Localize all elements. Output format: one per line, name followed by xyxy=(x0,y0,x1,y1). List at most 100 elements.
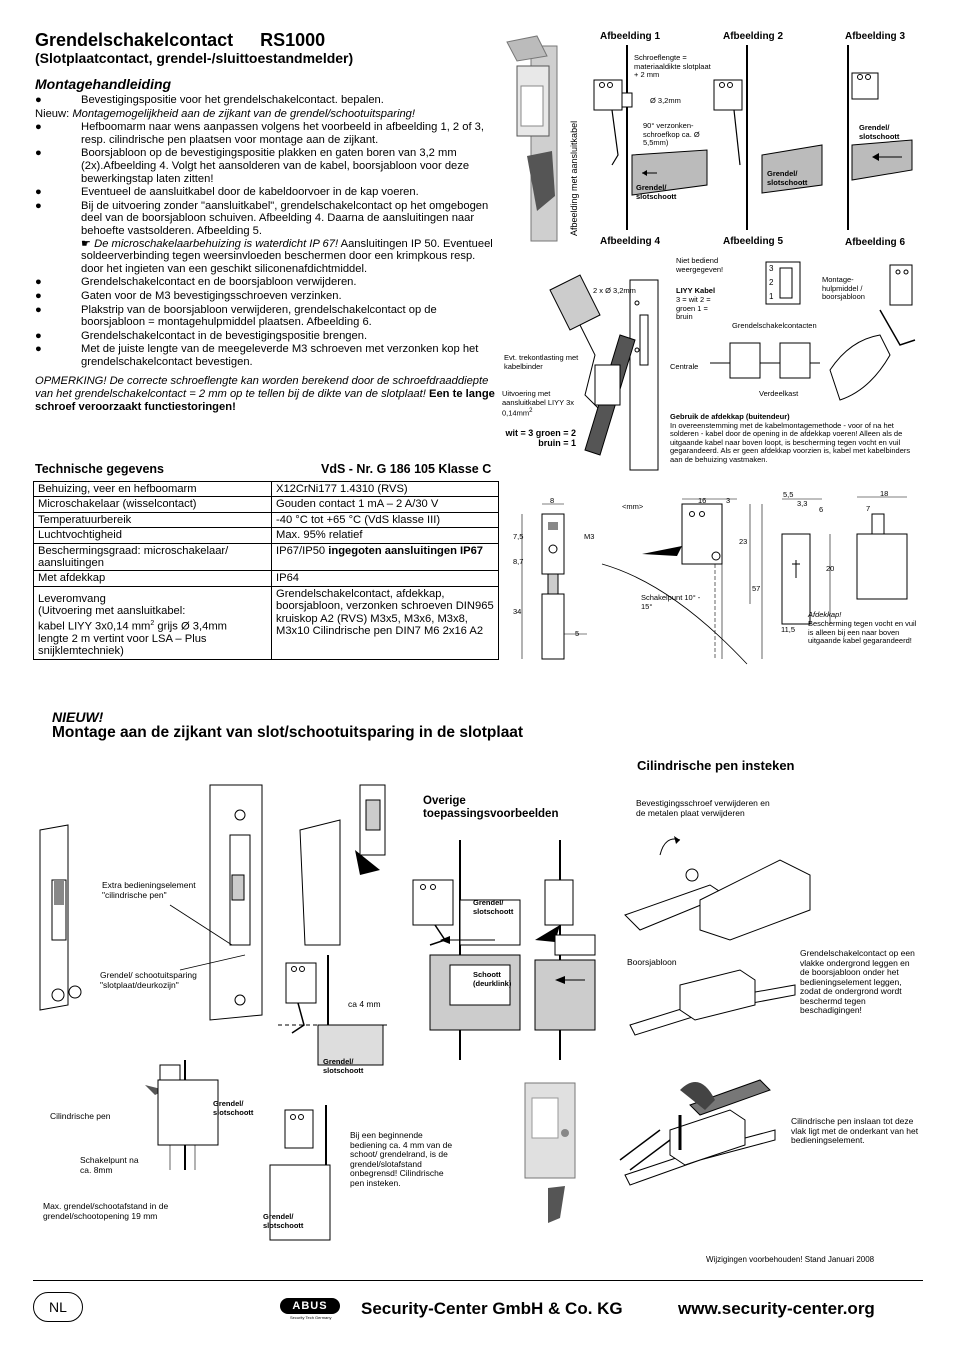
fig3-bolt-label: Grendel/ slotschoott xyxy=(859,123,900,141)
instruction-item: ●Grendelschakelcontact en de boorsjabloo… xyxy=(35,276,357,289)
table-row: Temperatuurbereik-40 °C tot +65 °C (VdS … xyxy=(33,511,499,529)
spec-value: Max. 95% relatief xyxy=(271,527,499,544)
dim-3-3: 3,3 xyxy=(797,499,808,508)
junction-label: Verdeelkast xyxy=(759,389,799,398)
dimension-drawing xyxy=(521,496,908,665)
ca-4mm-label: ca 4 mm xyxy=(348,999,381,1009)
mount-aid-label: Montage-hulpmiddel / boorsjabloon xyxy=(822,275,865,301)
instruction-item: ●Boorsjabloon op de bevestigingspositie … xyxy=(35,147,470,185)
instructions: ●Bevestigingspositie voor het grendelsch… xyxy=(35,94,497,413)
ca4mm-drawing xyxy=(278,955,388,1066)
instruction-item: ●Bevestigingspositie voor het grendelsch… xyxy=(35,94,384,106)
instruction-item: ●Bij de uitvoering zonder "aansluitkabel… xyxy=(35,199,493,275)
countersink-note: 90° verzonken-schroefkop ca. Ø 5,5mm) xyxy=(643,121,700,147)
spec-key: Microschakelaar (wisselcontact) xyxy=(33,496,272,513)
strain-relief-note: Evt. trekontlasting met kabelbinder xyxy=(504,353,579,371)
screw-length-note: Schroeflengte = materiaaldikte slotplaat… xyxy=(634,53,711,79)
begin-bolt-label: Grendel/ slotschoott xyxy=(263,1212,304,1230)
language-badge: NL xyxy=(33,1292,83,1322)
page-title: Grendelschakelcontact RS1000 xyxy=(35,30,325,51)
dim-5: 5 xyxy=(575,629,580,638)
company-url: www.security-center.org xyxy=(678,1299,875,1318)
new-note: Nieuw: Montagemogelijkheid aan de zijkan… xyxy=(35,107,415,120)
cover-warning: Afdekkap! xyxy=(808,610,842,619)
insert-note: Cilindrische pen inslaan tot deze vlak l… xyxy=(791,1116,919,1145)
dim-20: 20 xyxy=(826,564,835,573)
fig4-drawing xyxy=(549,274,659,471)
model-number: RS1000 xyxy=(260,30,326,50)
device-photo xyxy=(506,35,558,242)
fig1-bolt-label: Grendel/ slotschoott xyxy=(636,183,677,201)
wire-colors: wit = 3 groen = 2 bruin = 1 xyxy=(505,428,576,448)
bolt-recess-label: Grendel/ schootuitsparing "slotplaat/deu… xyxy=(100,970,197,990)
flat-surface-note: Grendelschakelcontact op een vlakke onde… xyxy=(800,948,915,1015)
product-name: Grendelschakelcontact xyxy=(35,30,234,50)
spec-key: Beschermingsgraad: microschakelaar/ aans… xyxy=(33,542,272,572)
fig2-bolt-label: Grendel/ slotschoott xyxy=(767,169,808,187)
page-subtitle: (Slotplaatcontact, grendel-/sluittoestan… xyxy=(35,50,354,66)
fig3-drawing xyxy=(847,45,913,230)
spec-value: Gouden contact 1 mA – 2 A/30 V xyxy=(271,496,499,513)
liyy-colors: 3 = wit 2 = groen 1 = bruin xyxy=(676,295,711,321)
new-label: NIEUW! xyxy=(52,709,104,725)
cyl-pin-drawing xyxy=(145,1060,219,1170)
dim-5-5: 5,5 xyxy=(783,490,794,499)
dim-8-7: 8,7 xyxy=(513,557,524,566)
footer-rule xyxy=(33,1280,923,1281)
dim-57: 57 xyxy=(752,584,761,593)
pin-step2-drawing xyxy=(629,969,796,1036)
extra-element-label: Extra bedieningselement "cilindrische pe… xyxy=(102,880,196,900)
other-examples-drawing xyxy=(412,840,596,1060)
dim-11-5: 11,5 xyxy=(781,625,796,634)
drill-2x-note: 2 x Ø 3,2mm xyxy=(593,286,636,295)
fig2-drawing xyxy=(713,45,823,230)
instruction-item: ●Grendelschakelcontact in de bevestiging… xyxy=(35,329,368,342)
other-examples-heading: Overige toepassingsvoorbeelden xyxy=(423,795,559,820)
cable-version-note: Uitvoering met aansluitkabel LIYY 3x 0,1… xyxy=(502,389,574,418)
tech-heading: Technische gegevens xyxy=(35,462,164,476)
instruction-item: ●Hefboomarm naar wens aanpassen volgens … xyxy=(35,121,485,146)
side-label: Afbeelding met aansluitkabel xyxy=(569,120,579,236)
company-name: Security-Center GmbH & Co. KG xyxy=(361,1299,623,1318)
hand-pointer-icon: ☛ xyxy=(81,237,92,250)
cyl-pin-label: Cilindrische pen xyxy=(50,1111,111,1121)
instruction-item: ●Gaten voor de M3 bevestigingsschroeven … xyxy=(35,289,342,302)
spec-key: Temperatuurbereik xyxy=(33,511,272,529)
max-distance-label: Max. grendel/schootafstand in de grendel… xyxy=(43,1201,169,1221)
manual-heading: Montagehandleiding xyxy=(35,76,172,92)
spec-value: IP67/IP50 ingegoten aansluitingen IP67 xyxy=(271,542,499,572)
dim-8: 8 xyxy=(550,496,555,505)
abus-tagline: Security Tech Germany xyxy=(290,1315,332,1320)
spec-key: Behuizing, veer en hefboomarm xyxy=(33,480,272,498)
vds-number: VdS - Nr. G 186 105 Klasse C xyxy=(321,462,492,476)
fig1-drawing xyxy=(593,45,708,230)
spec-key: Met afdekkap xyxy=(33,570,272,587)
cover-warning-text: Bescherming tegen vocht en vuil is allee… xyxy=(808,619,917,645)
table-row: Beschermingsgraad: microschakelaar/ aans… xyxy=(33,542,499,572)
abus-logo: ABUS xyxy=(280,1298,340,1314)
remove-screw-note: Bevestigingsschroef verwijderen en de me… xyxy=(636,798,770,818)
tech-heading-row: Technische gegevens VdS - Nr. G 186 105 … xyxy=(35,462,498,476)
svg-text:1: 1 xyxy=(769,292,774,301)
fig2-label: Afbeelding 2 xyxy=(723,31,784,42)
fig3-label: Afbeelding 3 xyxy=(845,31,906,42)
begin-note: Bij een beginnende bediening ca. 4 mm va… xyxy=(350,1130,453,1188)
dim-7-5: 7,5 xyxy=(513,532,524,541)
pin-insert-heading: Cilindrische pen insteken xyxy=(637,758,795,773)
fig4-label: Afbeelding 4 xyxy=(600,236,661,247)
cover-usage: Gebruik de afdekkap (buitendeur) In over… xyxy=(670,412,911,464)
not-shown-note: Niet bediend weergegeven! xyxy=(676,256,724,274)
spec-value: -40 °C tot +65 °C (VdS klasse III) xyxy=(271,511,499,529)
spec-value: X12CrNi177 1.4310 (RVS) xyxy=(271,480,499,498)
svg-text:2: 2 xyxy=(769,278,774,287)
wiring-diagram xyxy=(710,342,820,379)
cyl-bolt-label: Grendel/ slotschoott xyxy=(213,1099,254,1117)
fig6-drawing xyxy=(829,264,916,401)
switch-8mm-label: Schakelpunt na ca. 8mm xyxy=(80,1155,139,1175)
centrale-label: Centrale xyxy=(670,362,699,371)
drill-template-label: Boorsjabloon xyxy=(627,957,677,967)
device-photo-bottom xyxy=(524,1082,576,1223)
middle-mount-drawing xyxy=(299,784,386,946)
